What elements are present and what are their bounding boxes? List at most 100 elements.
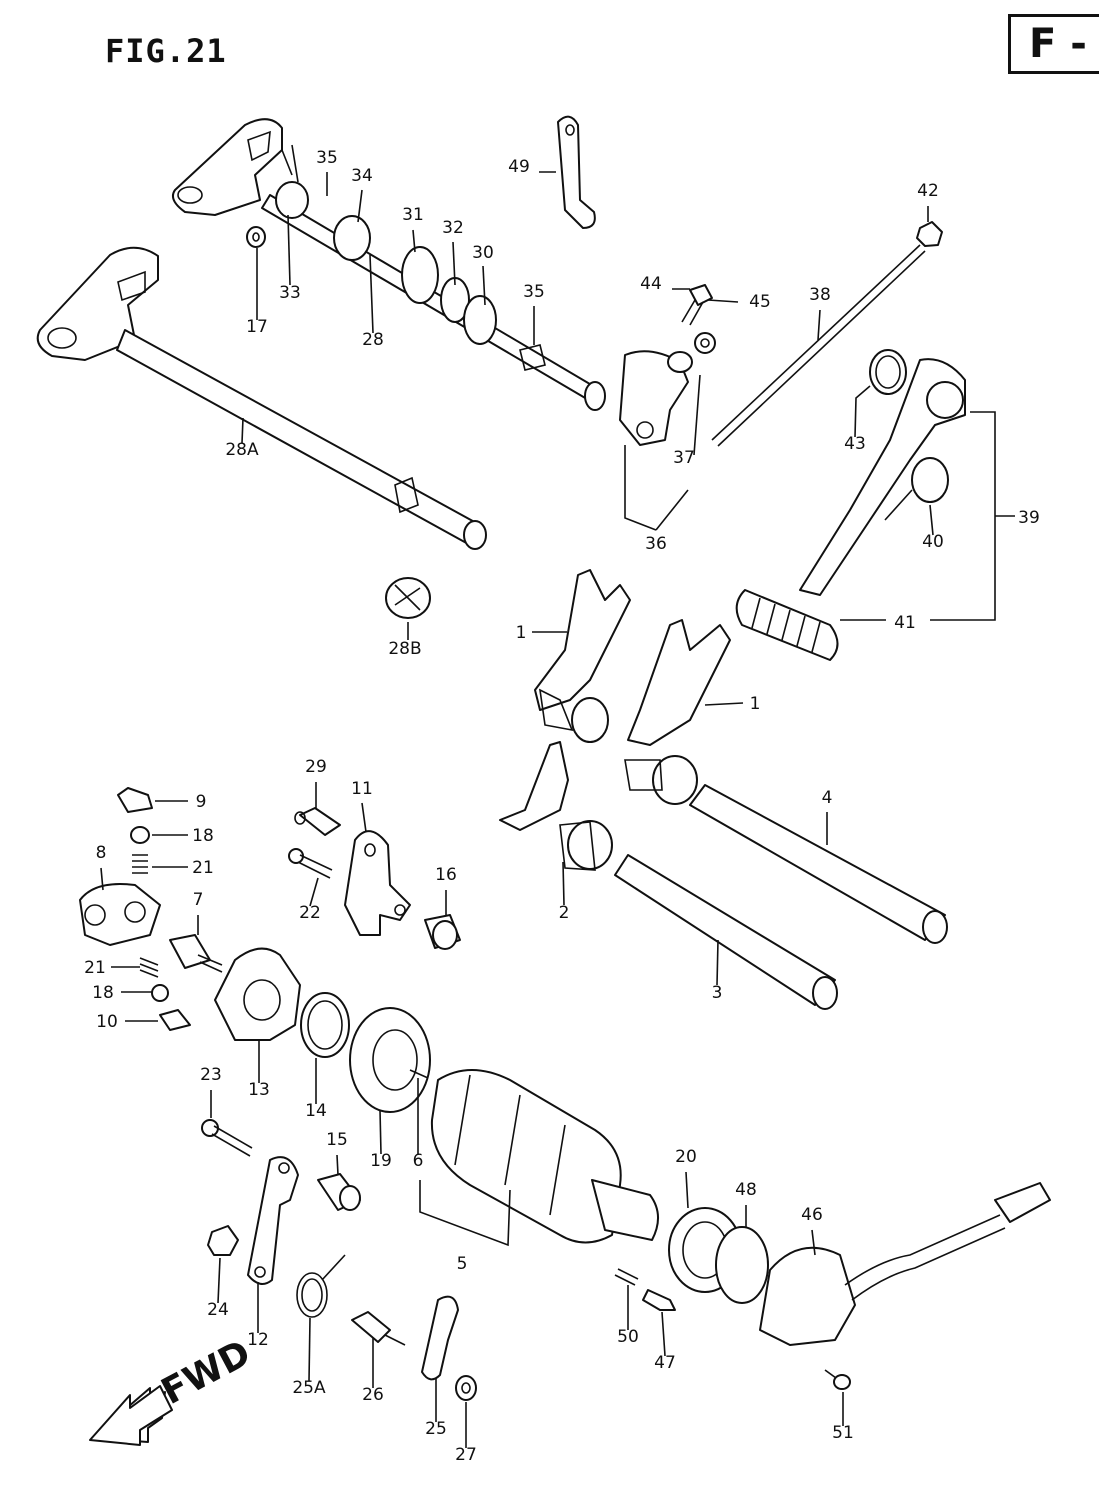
callout-22: 22 — [299, 903, 321, 923]
callout-15: 15 — [326, 1130, 348, 1150]
gearshift-cam-drum-5 — [430, 1069, 659, 1244]
shift-joint-36 — [619, 350, 693, 446]
shift-fork-1b — [624, 619, 731, 805]
callout-45: 45 — [749, 292, 771, 312]
spring-21b — [139, 957, 159, 978]
shift-lever-12 — [247, 1156, 299, 1285]
pin-18a — [130, 826, 150, 844]
stopper-10 — [159, 1009, 191, 1031]
bracket-49 — [557, 115, 596, 229]
callout-7: 7 — [193, 890, 204, 910]
callout-44: 44 — [640, 274, 662, 294]
callout-38: 38 — [809, 285, 831, 305]
callout-3: 3 — [712, 983, 723, 1003]
shift-fork-2 — [499, 741, 613, 871]
section-box: F - — [1008, 14, 1099, 74]
shift-cam-13 — [214, 947, 301, 1041]
callout-24: 24 — [207, 1300, 229, 1320]
callout-37: 37 — [673, 448, 695, 468]
bolt-29 — [294, 807, 341, 836]
callout-28a: 28A — [225, 440, 259, 460]
washer-17 — [246, 226, 266, 248]
bushing-15 — [317, 1173, 361, 1211]
callout-49: 49 — [508, 157, 530, 177]
stopper-plate-11 — [344, 830, 411, 936]
stopper-housing-8 — [79, 883, 161, 946]
callout-12: 12 — [247, 1330, 269, 1350]
spring-21a — [132, 854, 148, 874]
callout-6: 6 — [413, 1151, 424, 1171]
nut-37 — [694, 332, 716, 354]
callout-14: 14 — [305, 1101, 327, 1121]
callout-25: 25 — [425, 1419, 447, 1439]
callout-5: 5 — [457, 1254, 468, 1274]
callout-11: 11 — [351, 779, 373, 799]
callout-18: 18 — [92, 983, 114, 1003]
ring-14 — [300, 992, 350, 1058]
bearing-19 — [349, 1007, 431, 1113]
o-ring-48 — [715, 1226, 769, 1304]
pawl-25 — [421, 1295, 459, 1381]
callout-21: 21 — [192, 858, 214, 878]
bolt-26 — [351, 1311, 406, 1346]
pin-18b — [151, 984, 169, 1002]
bolt-44 — [681, 284, 713, 326]
callout-29: 29 — [305, 757, 327, 777]
spline-collar-28B — [385, 577, 431, 619]
callout-18: 18 — [192, 826, 214, 846]
callout-32: 32 — [442, 218, 464, 238]
o-ring-43 — [869, 349, 907, 395]
callout-47: 47 — [654, 1353, 676, 1373]
callout-41: 41 — [894, 613, 916, 633]
washer-27 — [455, 1375, 477, 1401]
callout-1: 1 — [750, 694, 761, 714]
fwd-arrow — [89, 1385, 173, 1446]
callout-25a: 25A — [292, 1378, 326, 1398]
footpeg-rubber-41 — [735, 589, 839, 661]
callout-34: 34 — [351, 166, 373, 186]
callout-51: 51 — [832, 1423, 854, 1443]
fork-shaft-3 — [614, 854, 838, 1010]
callout-13: 13 — [248, 1080, 270, 1100]
gearshift-shaft-28 — [172, 118, 606, 411]
leader-lines — [100, 171, 1015, 1448]
callout-8: 8 — [96, 843, 107, 863]
pin-47 — [642, 1289, 676, 1311]
fork-shaft-4 — [689, 784, 948, 944]
callout-46: 46 — [801, 1205, 823, 1225]
section-label: F - — [1029, 21, 1087, 67]
callout-21: 21 — [84, 958, 106, 978]
gearshift-lever-39 — [799, 358, 966, 596]
gearshift-shaft-28A — [36, 246, 487, 550]
callout-20: 20 — [675, 1147, 697, 1167]
spring-25A — [296, 1254, 346, 1318]
callout-26: 26 — [362, 1385, 384, 1405]
callout-36: 36 — [645, 534, 667, 554]
callout-19: 19 — [370, 1151, 392, 1171]
shift-fork-1a — [534, 569, 631, 743]
callout-2: 2 — [559, 903, 570, 923]
callout-28b: 28B — [388, 639, 421, 659]
screw-51 — [824, 1369, 851, 1390]
pin-6 — [409, 1069, 429, 1079]
callout-31: 31 — [402, 205, 424, 225]
callout-33: 33 — [279, 283, 301, 303]
callout-30: 30 — [472, 243, 494, 263]
callout-35: 35 — [316, 148, 338, 168]
nut-24 — [207, 1225, 239, 1256]
spring-50 — [614, 1268, 639, 1286]
stopper-9 — [117, 787, 153, 813]
nut-42 — [916, 221, 943, 247]
callout-9: 9 — [196, 792, 207, 812]
bolt-22 — [288, 848, 333, 879]
callout-39: 39 — [1018, 508, 1040, 528]
callout-42: 42 — [917, 181, 939, 201]
callout-layer: 35343132303533172828A4944453736423843403… — [84, 148, 1040, 1465]
callout-28: 28 — [362, 330, 384, 350]
callout-1: 1 — [516, 623, 527, 643]
callout-16: 16 — [435, 865, 457, 885]
bolt-23 — [201, 1119, 253, 1157]
callout-40: 40 — [922, 532, 944, 552]
gear-position-switch-46 — [759, 1182, 1051, 1346]
